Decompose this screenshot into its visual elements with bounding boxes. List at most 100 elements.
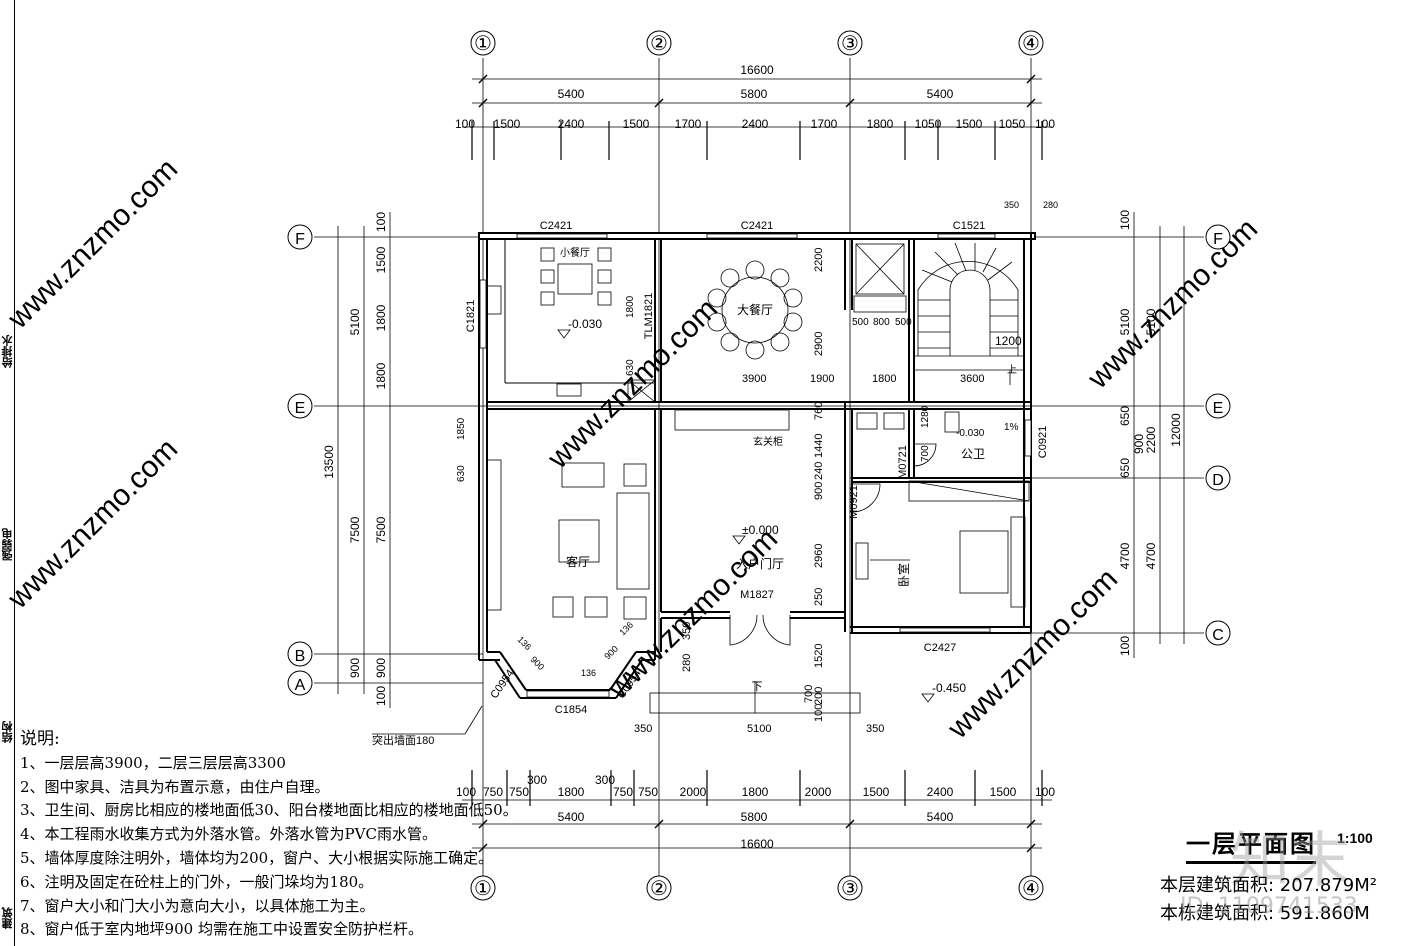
level-wc: -0.030 (956, 428, 985, 439)
dim-interior: 136 (581, 668, 596, 678)
axis-row-e-right: E (1213, 400, 1224, 417)
watermark-text: www.znzmo.com (1, 152, 184, 335)
dim-right-inner: 650 (1118, 458, 1132, 478)
room-wc: 公卫 (961, 447, 985, 461)
right-dimension-texts: 12000 5100 2200 4700 100 5100 650 900 65… (1118, 210, 1183, 656)
dim-interior: 500 (852, 317, 869, 328)
axis-row-f-right: F (1213, 231, 1223, 248)
note-item: 3、卫生间、厨房比相应的楼地面低30、阳台楼地面比相应的楼地面低50。 (20, 801, 518, 820)
design-notes: 说明: 1、一层层高3900，二层三层层高3300 2、图中家具、洁具为布置示意… (20, 728, 518, 942)
dim-right-outer: 12000 (1169, 413, 1183, 447)
dim-bottom-detail: 100 (456, 785, 476, 799)
dim-interior: 3900 (742, 373, 766, 385)
dim-interior: 100 (813, 704, 825, 722)
dim-interior: 1800 (625, 295, 636, 318)
room-labels: 小餐厅 大餐厅 客厅 入户门厅 公卫 卧室 玄关柜 下 (560, 246, 985, 693)
dim-right-mid: 5100 (1144, 308, 1158, 335)
level-main: ±0.000 (742, 523, 779, 537)
room-small-dining: 小餐厅 (560, 246, 590, 259)
dim-top-detail: 100 (455, 117, 475, 131)
axis-row-b: B (295, 648, 306, 665)
axis-labels: ① ② ③ ④ ① ② ③ ④ F E B A F E D C (295, 33, 1224, 900)
dim-bottom-seg: 5800 (741, 810, 768, 824)
note-item: 7、窗户大小和门大小为意向大小，以具体施工为主。 (20, 896, 375, 915)
dim-bottom-detail: 100 (1035, 785, 1055, 799)
small-dining-furniture (486, 247, 656, 403)
dim-left-inner: 100 (374, 212, 388, 232)
dim-interior: 1200 (995, 334, 1022, 348)
dim-bottom-extra: 300 (527, 773, 547, 787)
dim-left-mid: 5100 (348, 308, 362, 335)
wc-bedroom-furniture (855, 411, 1030, 608)
axis-row-d: D (1212, 472, 1224, 489)
dim-interior: 800 (873, 317, 890, 328)
dimension-texts: 16600 5400 5800 5400 100 1500 2400 1500 … (455, 63, 1055, 851)
area-summary: 本层建筑面积: 207.879M² 本栋建筑面积: 591.860M (1160, 872, 1377, 928)
axis-col-4: ④ (1022, 33, 1040, 55)
dim-right-inner: 900 (1132, 434, 1146, 454)
dim-left-inner: 7500 (374, 516, 388, 543)
dim-interior: 630 (456, 465, 467, 482)
door-label: M0921 (848, 485, 860, 519)
axis-bubbles (287, 30, 1231, 901)
slope-label: 1% (1004, 422, 1019, 433)
dim-bottom-detail: 1500 (863, 785, 890, 799)
dim-interior: 2900 (813, 332, 825, 356)
watermark-text: www.znzmo.com (1081, 212, 1264, 395)
dim-interior: 700 (920, 445, 931, 462)
dim-bottom-detail: 750 (638, 785, 658, 799)
dim-top-detail: 2400 (558, 117, 585, 131)
room-bedroom: 卧室 (896, 563, 911, 587)
brand-watermark: 知末 (1230, 826, 1350, 896)
watermark-text: www.znzmo.com (1, 432, 184, 615)
window-label: C1854 (555, 704, 587, 716)
dim-bottom-detail: 2400 (927, 785, 954, 799)
dim-top-detail: 100 (1035, 117, 1055, 131)
axis-row-a: A (295, 677, 306, 694)
room-living: 客厅 (566, 554, 590, 569)
note-item: 8、窗户低于室内地坪900 均需在施工中设置安全防护栏杆。 (20, 920, 423, 939)
dim-interior: 760 (813, 402, 825, 420)
dim-bottom-detail: 1800 (558, 785, 585, 799)
dim-top-detail: 1700 (811, 117, 838, 131)
axis-col-2: ② (650, 33, 668, 55)
protruding-wall-note: 突出墙面180 (372, 705, 483, 747)
dim-top-detail: 1800 (867, 117, 894, 131)
window-marks (479, 233, 1032, 698)
protruding-wall-label: 突出墙面180 (372, 733, 434, 747)
note-item: 5、墙体厚度除注明外，墙体均为200，窗户、大小根据实际施工确定。 (20, 848, 494, 867)
axis-col-1: ① (474, 33, 492, 55)
dim-interior: 1800 (872, 373, 896, 385)
dim-total-bottom: 16600 (740, 837, 774, 851)
window-label: C2427 (924, 642, 956, 654)
dim-bottom-detail: 1500 (990, 785, 1017, 799)
dim-interior: 136 (617, 620, 635, 638)
dim-interior: 350 (1004, 200, 1019, 210)
dim-left-mid: 7500 (348, 516, 362, 543)
door-label: TLM1821 (643, 293, 655, 339)
level-outside: -0.450 (932, 681, 966, 695)
stair-up-label: 上 (1007, 364, 1017, 376)
dim-bottom-seg: 5400 (558, 810, 585, 824)
dim-right-mid: 2200 (1144, 426, 1158, 453)
dim-top-detail: 1500 (623, 117, 650, 131)
dim-bottom-detail: 2000 (805, 785, 832, 799)
floor-area: 本层建筑面积: 207.879M² (1160, 875, 1377, 896)
door-label: M0721 (897, 445, 909, 479)
window-label: C1821 (465, 300, 477, 332)
level-marks: -0.030 -0.030 ±0.000 -0.450 1% (557, 317, 1019, 703)
dim-interior: 1520 (813, 644, 825, 668)
note-item: 6、注明及固定在砼柱上的门外，一般门垛均为180。 (20, 872, 374, 891)
dim-right-inner: 5100 (1118, 308, 1132, 335)
dim-left-inner: 1800 (374, 362, 388, 389)
dim-top-detail: 1050 (915, 117, 942, 131)
dim-interior: 5100 (747, 723, 771, 735)
dim-top-detail: 2400 (742, 117, 769, 131)
stair (914, 242, 1024, 385)
axis-row-e: E (295, 400, 306, 417)
living-furniture (486, 409, 790, 620)
total-area: 本栋建筑面积: 591.860M (1160, 903, 1370, 924)
big-dining-table (707, 260, 803, 360)
interior-dims: 3900 1900 1800 3600 1200 500 800 500 220… (456, 200, 1058, 735)
dim-left-inner: 100 (374, 686, 388, 706)
